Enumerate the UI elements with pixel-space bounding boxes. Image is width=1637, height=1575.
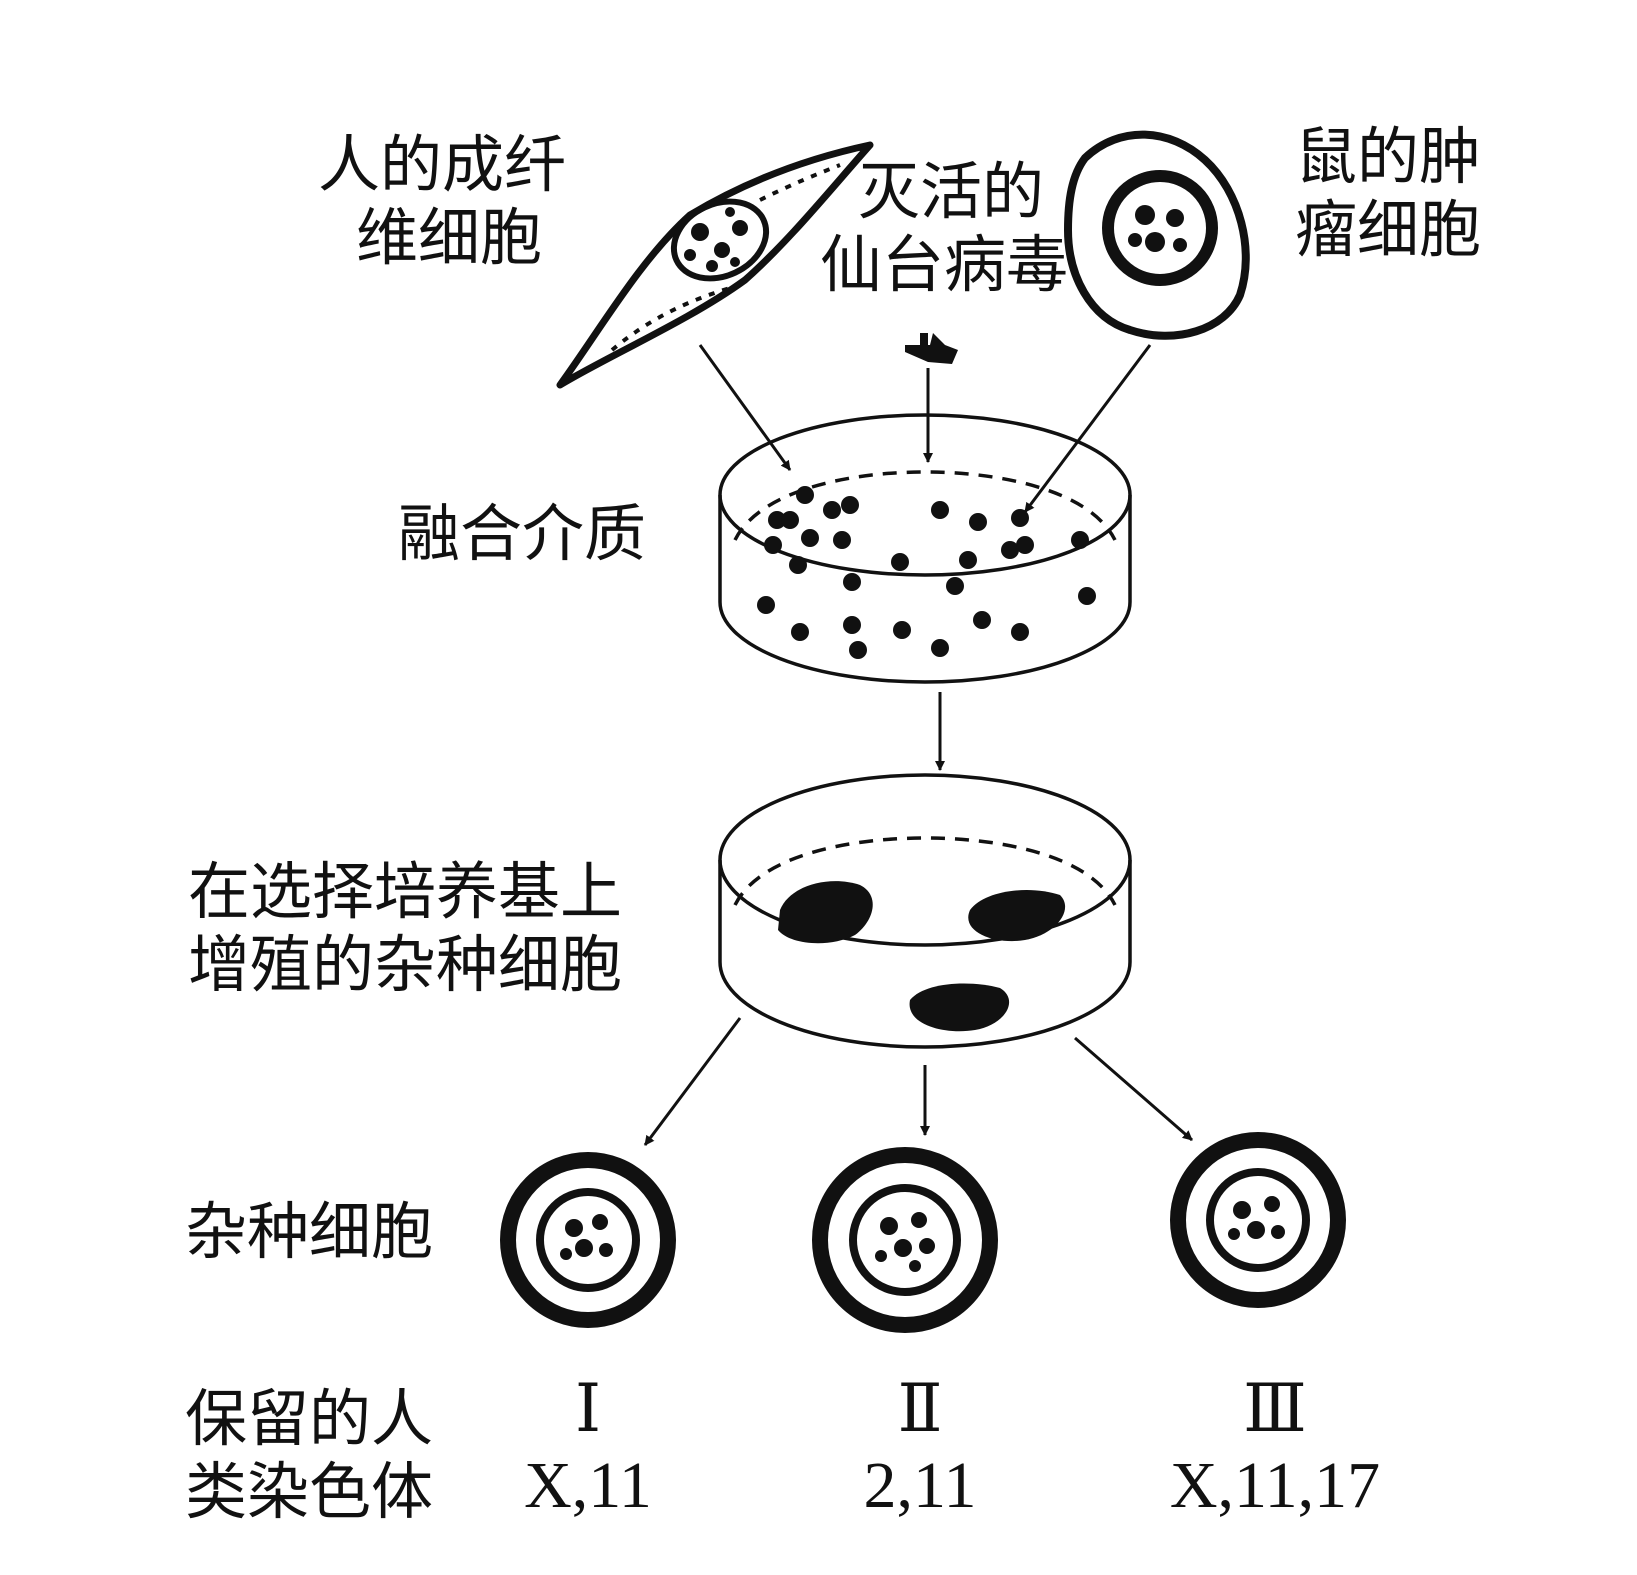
cell-dot <box>843 616 861 634</box>
cell-dot <box>823 501 841 519</box>
cell-dot <box>849 641 867 659</box>
cell-dot <box>768 511 786 529</box>
culture-dish-icon <box>718 413 1132 684</box>
cell-colony-icon <box>909 983 1010 1032</box>
cell-dot <box>1078 587 1096 605</box>
cell-dot <box>833 531 851 549</box>
human-fibroblast-label: 人的成纤 维细胞 <box>318 128 567 275</box>
cell-dot <box>781 511 799 529</box>
cell-dot <box>764 536 782 554</box>
sendai-virus-label: 灭活的 仙台病毒 <box>820 155 1069 302</box>
cell-dot <box>969 513 987 531</box>
cell-dot <box>893 621 911 639</box>
cell-dot <box>1011 509 1029 527</box>
cell-dot <box>946 577 964 595</box>
selective-medium-label: 在选择培养基上 增殖的杂种细胞 <box>188 855 623 1002</box>
cell-dot <box>1001 541 1019 559</box>
hybrid-chromosomes-1: X,11 <box>524 1449 652 1522</box>
hybrid-cell-icon <box>1170 1132 1346 1308</box>
cell-dot <box>757 596 775 614</box>
cell-dot <box>973 611 991 629</box>
hybrid-numeral-3: Ⅲ <box>1243 1373 1307 1446</box>
mouse-tumor-cell-label: 鼠的肿 瘤细胞 <box>1295 120 1482 267</box>
hybrid-chromosomes-2: 2,11 <box>863 1449 977 1522</box>
hybrid-cell-icon <box>812 1147 998 1333</box>
hybrid-chromosomes-3: X,11,17 <box>1169 1449 1381 1522</box>
cell-dot <box>1011 623 1029 641</box>
tumor-cell-icon <box>1063 130 1250 340</box>
cell-dot <box>801 529 819 547</box>
cell-colony-icon <box>968 890 1066 942</box>
hybrid-cell-icon <box>500 1152 676 1328</box>
hybrid-cells-label: 杂种细胞 <box>185 1195 434 1268</box>
cell-dot <box>891 553 909 571</box>
virus-icon <box>905 333 958 364</box>
cell-dot <box>841 496 859 514</box>
culture-dish-icon <box>718 773 1132 1049</box>
cell-dot <box>931 501 949 519</box>
cell-dot <box>1016 536 1034 554</box>
hybrid-numeral-1: Ⅰ <box>574 1373 602 1446</box>
cell-dot <box>959 551 977 569</box>
cell-dot <box>843 573 861 591</box>
cell-dot <box>796 486 814 504</box>
cell-dot <box>791 623 809 641</box>
hybrid-numeral-2: Ⅱ <box>897 1373 943 1446</box>
cell-colony-icon <box>778 881 873 944</box>
retained-chromosomes-label: 保留的人 类染色体 <box>185 1382 434 1529</box>
cell-dot <box>931 639 949 657</box>
cell-dot <box>1071 531 1089 549</box>
fibroblast-cell-icon <box>556 141 874 389</box>
fusion-medium-label: 融合介质 <box>398 497 647 570</box>
cell-dot <box>789 556 807 574</box>
